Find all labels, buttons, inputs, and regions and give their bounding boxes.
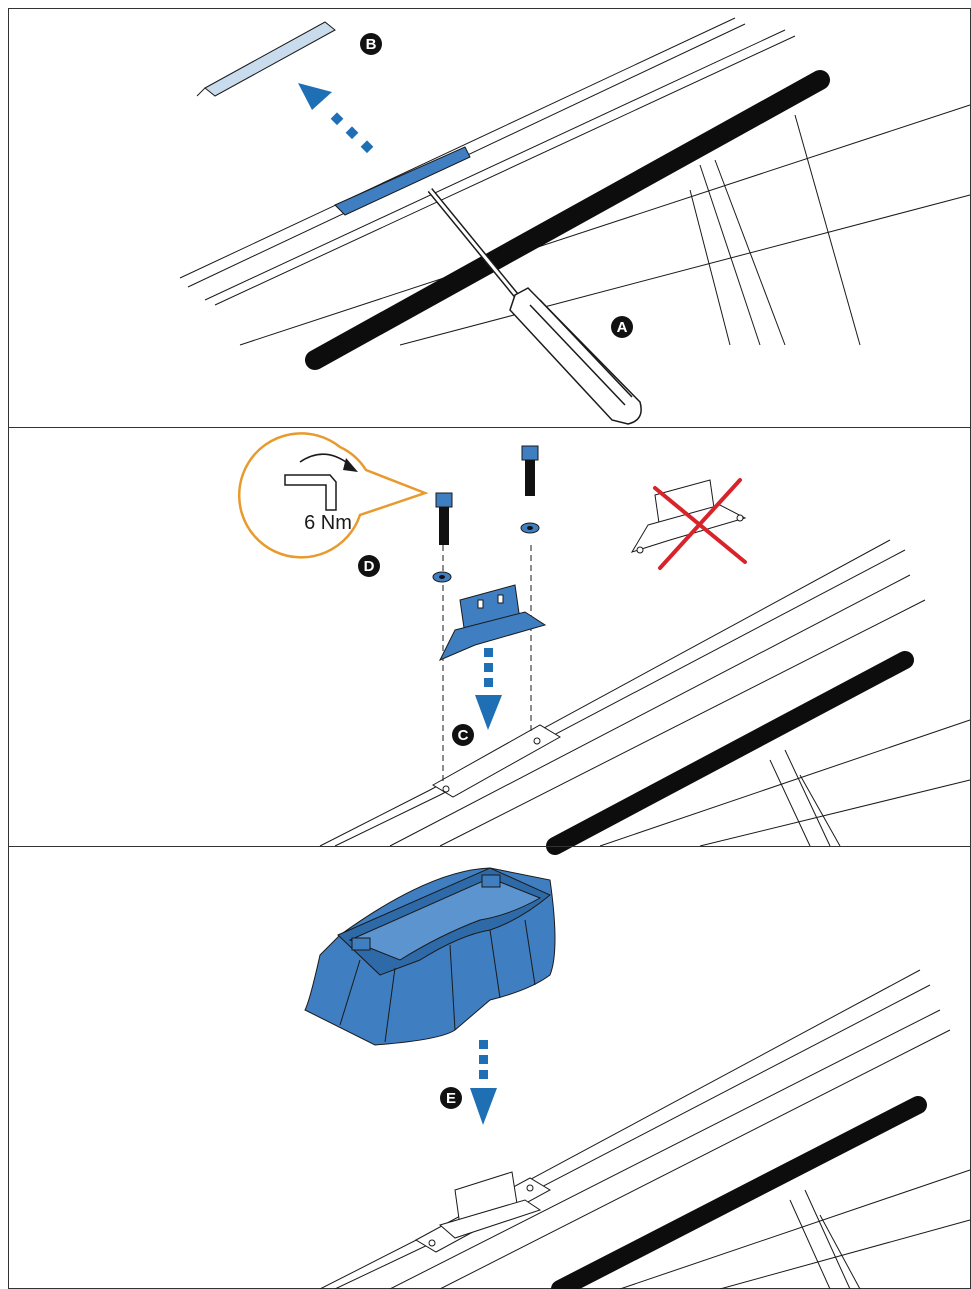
bolt-right xyxy=(520,445,540,534)
roof-rail-black xyxy=(305,70,830,370)
mounting-bracket xyxy=(438,584,547,661)
callout-a: A xyxy=(611,316,633,338)
roof-rail-black xyxy=(551,1096,927,1289)
guide-lines xyxy=(442,545,532,785)
allen-key-icon xyxy=(284,474,337,511)
install-bracket-arrow xyxy=(475,648,502,730)
panel-1-border xyxy=(8,8,971,428)
callout-d-label: D xyxy=(364,558,375,575)
cross-icon xyxy=(653,478,747,570)
callout-c: C xyxy=(452,724,474,746)
mount-holes xyxy=(432,724,561,798)
torque-callout: 6 Nm xyxy=(237,432,429,559)
screwdriver-icon xyxy=(427,188,642,425)
rail-foot xyxy=(304,867,556,1046)
callout-e: E xyxy=(440,1087,462,1109)
roof-rail-lines xyxy=(319,539,971,847)
remove-cover-arrow xyxy=(298,83,374,154)
install-foot-arrow xyxy=(470,1040,497,1125)
roof-rail-lines xyxy=(179,17,971,346)
panel-1: A B xyxy=(8,8,971,428)
callout-c-label: C xyxy=(458,727,469,744)
callout-e-label: E xyxy=(446,1090,456,1107)
bolt-left xyxy=(432,492,453,583)
panel-2: 6 Nm C D xyxy=(8,427,971,855)
incorrect-bracket xyxy=(630,478,747,570)
callout-a-label: A xyxy=(617,319,628,336)
callout-d: D xyxy=(358,555,380,577)
rail-cover-slot xyxy=(334,146,471,216)
installed-bracket xyxy=(414,1171,552,1253)
roof-rail-black xyxy=(546,651,914,855)
panel-3: E xyxy=(8,846,971,1289)
callout-b-label: B xyxy=(366,36,377,53)
callout-b: B xyxy=(360,33,382,55)
torque-value: 6 Nm xyxy=(304,512,352,534)
rail-cover-removed xyxy=(204,21,336,97)
